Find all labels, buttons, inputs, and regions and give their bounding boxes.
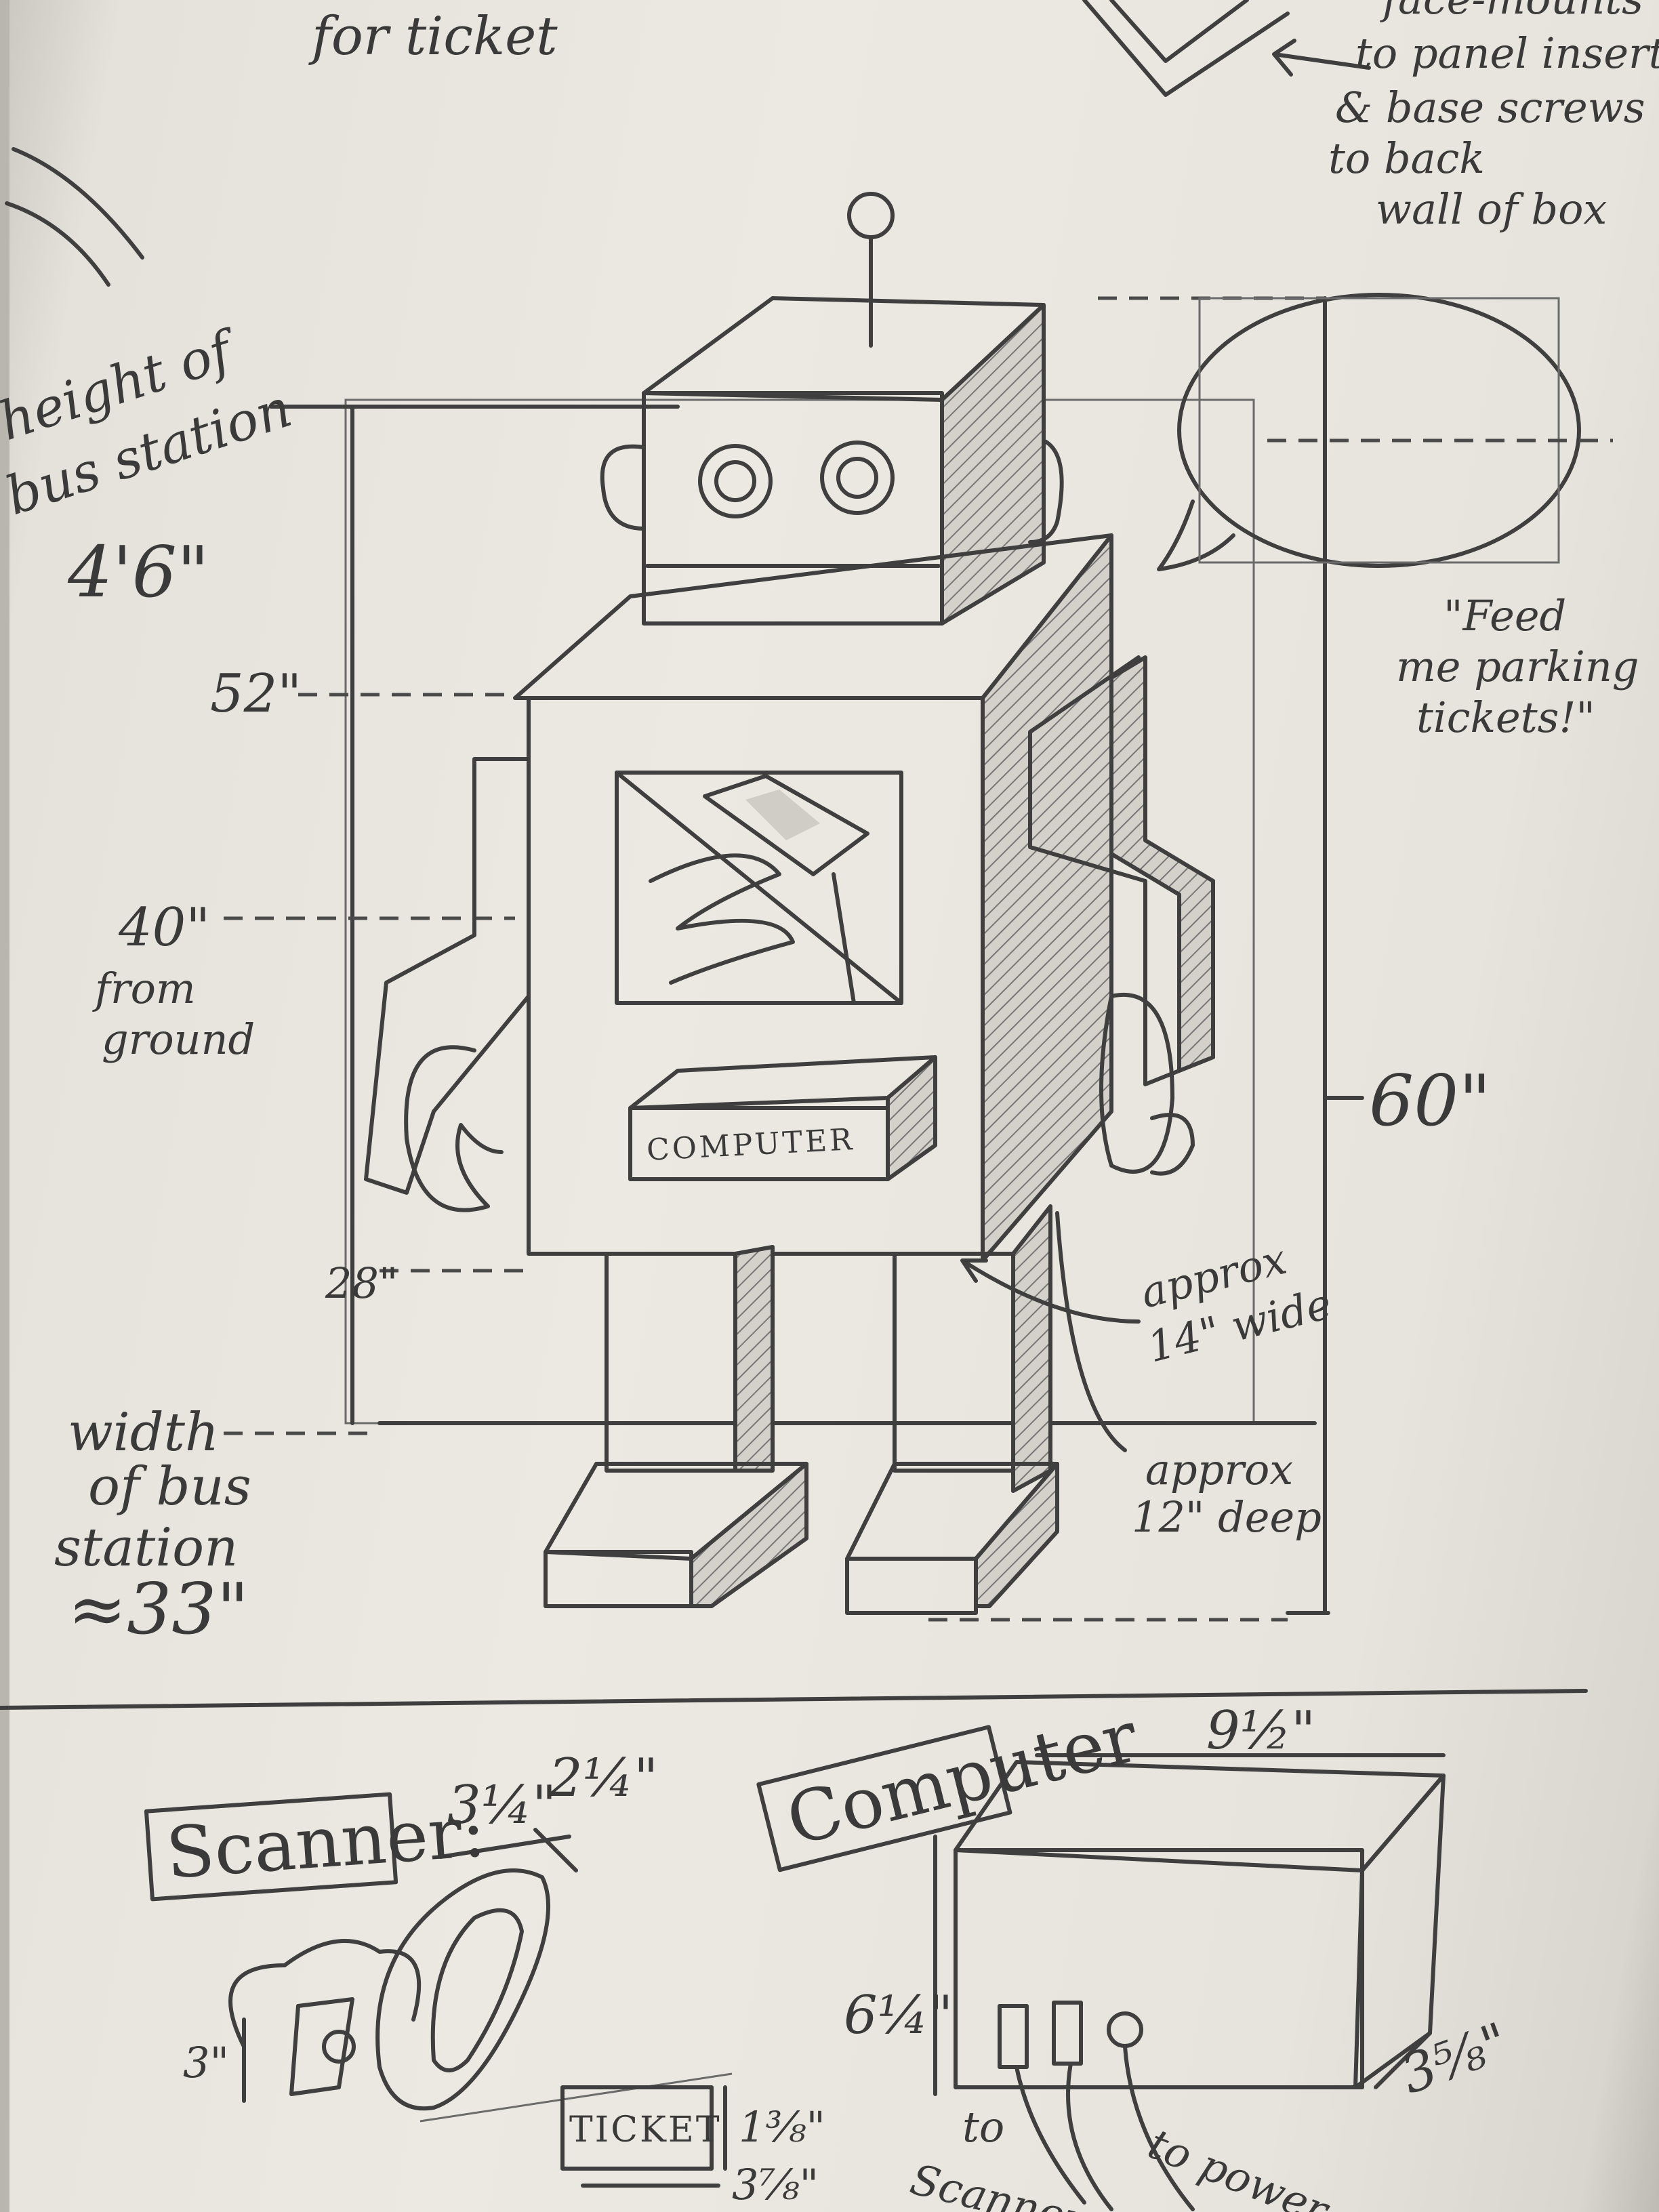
usb-port-2 <box>1052 2001 1083 2066</box>
sketch-curve-left <box>12 147 144 260</box>
computer-box <box>628 1106 890 1181</box>
robot-eye-right <box>820 441 895 515</box>
computer-drawing <box>933 1753 1446 2211</box>
computer-label: Computer <box>779 1695 1146 1862</box>
svg-text:me parking: me parking <box>1396 642 1639 691</box>
scanner-label-box <box>144 1792 398 1902</box>
bus-station-width-note: width of bus station ≈33" <box>54 1402 251 1650</box>
computer-height: 6¼" <box>844 1985 953 2046</box>
svg-text:Scanner: Scanner <box>905 2154 1091 2212</box>
computer-width: 9½" <box>1206 1700 1315 1761</box>
ticket-box <box>560 2085 714 2171</box>
svg-text:wall of box: wall of box <box>1376 184 1607 234</box>
ticket-width: 3⅞" <box>732 2160 819 2209</box>
robot-arm-left <box>364 757 531 1212</box>
svg-text:station: station <box>54 1517 238 1578</box>
speech-bubble <box>1157 293 1613 571</box>
scanner-drawing <box>228 1828 733 2123</box>
svg-text:to panel insert: to panel insert <box>1355 28 1659 78</box>
mark-60: 60" <box>1369 1059 1491 1142</box>
svg-text:of bus: of bus <box>88 1456 251 1517</box>
mark-52: 52" <box>210 663 302 724</box>
svg-text:tickets!": tickets!" <box>1416 693 1595 742</box>
svg-text:& base screws: & base screws <box>1335 83 1645 132</box>
ticket-label: TICKET <box>569 2110 722 2150</box>
ticket-note: for ticket <box>308 6 558 67</box>
svg-text:≈33": ≈33" <box>68 1568 249 1650</box>
robot-arm-right <box>1028 655 1215 1176</box>
robot-ear-left <box>600 444 646 531</box>
bus-station-height-note: height of bus station 4'6" <box>0 318 299 613</box>
svg-text:ground: ground <box>102 1015 255 1064</box>
mount-note: face-mounts to panel insert & base screw… <box>1328 0 1659 234</box>
robot-legs <box>544 1204 1059 1615</box>
approx-wide-note: approx 14" wide <box>1136 1234 1336 1372</box>
scanner-dim-b: 2¼" <box>548 1748 658 1809</box>
scanner-label: Scanner: <box>163 1790 488 1895</box>
svg-text:"Feed: "Feed <box>1443 591 1566 640</box>
computer-box-label: COMPUTER <box>646 1122 856 1168</box>
robot-eye-left <box>698 444 773 518</box>
svg-text:face-mounts: face-mounts <box>1380 0 1643 24</box>
svg-text:width: width <box>68 1402 219 1463</box>
page-edge <box>0 0 9 2212</box>
svg-text:12" deep: 12" deep <box>1132 1492 1322 1542</box>
svg-text:from: from <box>92 964 196 1013</box>
svg-text:40": 40" <box>118 897 210 958</box>
panel-sketch-top <box>1082 0 1290 97</box>
usb-port-1 <box>998 2004 1029 2069</box>
svg-text:4'6": 4'6" <box>67 531 209 613</box>
scanner-dim-height: 3" <box>183 2038 229 2087</box>
robot-body <box>513 533 1113 1263</box>
scanner-window <box>615 771 903 1005</box>
section-divider <box>0 1689 1588 1710</box>
to-scanner-note: to Scanner <box>905 2102 1091 2212</box>
scanner-dim-a: 3¼" <box>447 1775 556 1836</box>
mark-28: 28" <box>325 1258 398 1308</box>
robot-head <box>600 296 1064 626</box>
computer-label-box <box>756 1725 1012 1872</box>
svg-text:to: to <box>962 2102 1004 2152</box>
to-power-note: to power <box>1141 2118 1337 2212</box>
svg-text:to back: to back <box>1328 134 1485 183</box>
approx-deep-note: approx 12" deep <box>1132 1445 1322 1542</box>
speech-bubble-text: "Feed me parking tickets!" <box>1396 591 1639 742</box>
ticket-height: 1⅜" <box>739 2102 825 2152</box>
svg-text:approx: approx <box>1145 1445 1293 1494</box>
robot-ear-right <box>1028 438 1064 544</box>
computer-depth: 3⅝" <box>1393 2011 1517 2106</box>
mark-40-note: 40" from ground <box>92 897 255 1064</box>
